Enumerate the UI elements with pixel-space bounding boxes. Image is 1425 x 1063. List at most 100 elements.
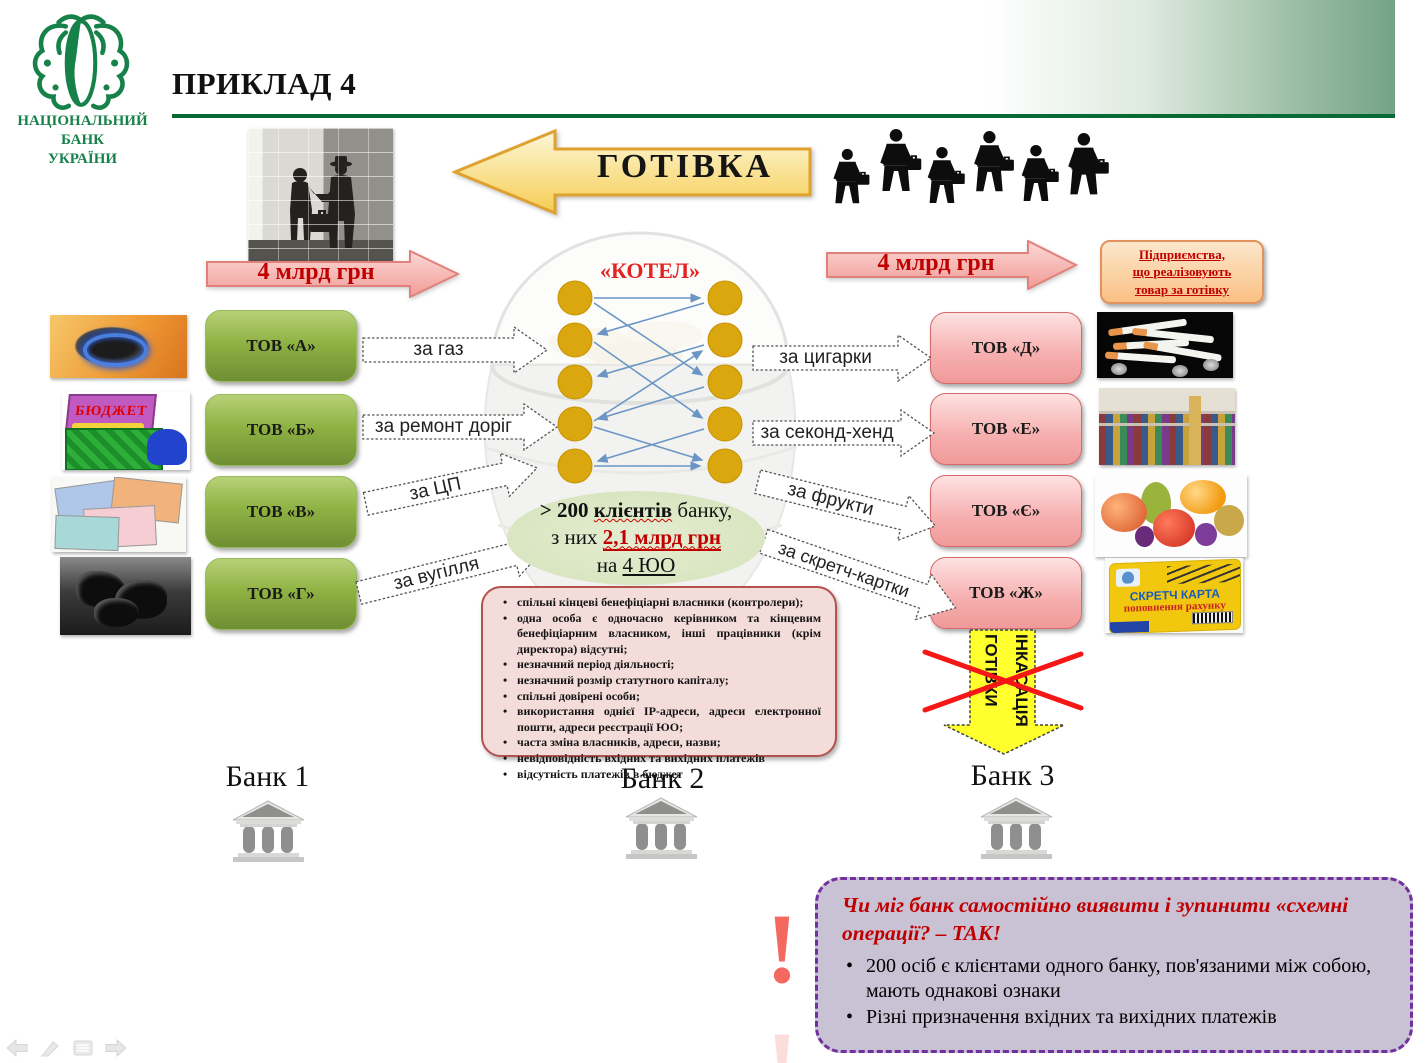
cigarette <box>1104 351 1177 364</box>
risk-sign-item: спільні довірені особи; <box>517 689 821 705</box>
scratch-card-photo: СКРЕТЧ КАРТА поповнення рахунку <box>1105 558 1243 633</box>
header-gradient-bar <box>985 0 1395 115</box>
coal-lump <box>94 597 139 628</box>
apple-fruit <box>1152 509 1196 548</box>
payment-label: за ремонт доріг <box>374 416 513 437</box>
coal-photo <box>60 557 191 635</box>
securities-certificates-photo <box>52 477 186 552</box>
nbu-logo-line2: БАНК <box>60 131 105 148</box>
bank-icon <box>625 797 698 860</box>
payment-arrow-cigarettes: за цигарки <box>752 334 933 382</box>
payment-arrow-road-repair: за ремонт доріг <box>362 403 559 451</box>
enterprises-note-line3: товар за готівку <box>1134 281 1230 297</box>
risk-sign-item: часта зміна власників, адреси, назви; <box>517 735 821 751</box>
bank-icon <box>232 800 305 862</box>
clients-count: > 200 <box>539 498 594 523</box>
nav-list-icon[interactable] <box>72 1039 94 1057</box>
transaction-network <box>557 280 743 484</box>
coin <box>1171 364 1188 377</box>
coin <box>1203 359 1220 372</box>
risk-sign-item: одна особа є одночасно керівником та кін… <box>517 611 821 658</box>
budget-chest-cartoon: БЮДЖЕТ <box>62 392 190 470</box>
payment-arrow-coal: за вугілля <box>352 524 553 616</box>
budget-label: БЮДЖЕТ <box>74 404 149 420</box>
risk-sign-item: використання однієї ІР-адреси, адреси ел… <box>517 704 821 735</box>
entities-prefix: на <box>596 552 623 577</box>
amount-arrow-right <box>826 240 1078 290</box>
company-box-tov-b: ТОВ «Б» <box>205 394 357 466</box>
company-box-tov-d: ТОВ «Д» <box>930 312 1082 384</box>
risk-sign-item: відсутність платежів в бюджет <box>517 767 821 783</box>
person-figure <box>146 429 188 466</box>
amount-value: 2,1 млрд грн <box>602 525 721 552</box>
nbu-logo: НАЦІОНАЛЬНИЙ БАНК УКРАЇНИ <box>0 6 165 176</box>
store-pole <box>1188 395 1201 465</box>
certificate <box>54 514 119 551</box>
amount-arrow-left <box>206 250 460 298</box>
clients-line2: з них 2,1 млрд грн <box>551 524 721 552</box>
handshake-silhouette-photo <box>248 128 393 261</box>
risk-sign-item: спільні кінцеві бенефіціарні власники (к… <box>517 595 821 611</box>
businessmen-icons <box>833 129 1109 204</box>
cash-arrow-label: ГОТІВКА <box>596 148 774 185</box>
fruits-photo <box>1095 475 1247 557</box>
payment-label: за газ <box>413 339 464 360</box>
conclusion-title: Чи міг банк самостійно виявити і зупинит… <box>842 893 1349 945</box>
peach-fruit <box>1101 493 1147 533</box>
company-label: ТОВ «Ж» <box>969 583 1043 602</box>
enterprises-note: Підприємства, що реалізовують товар за г… <box>1100 240 1264 304</box>
company-label: ТОВ «Б» <box>246 420 316 439</box>
clients-line1: > 200 клієнтів банку, <box>540 497 732 524</box>
company-box-tov-v: ТОВ «В» <box>205 476 357 548</box>
risk-signs-box: спільні кінцеві бенефіціарні власники (к… <box>481 586 837 781</box>
cauldron-label: «КОТЕЛ» <box>600 258 700 283</box>
card-barcode <box>1192 611 1234 625</box>
payment-label: за цигарки <box>779 347 872 368</box>
company-label: ТОВ «Є» <box>971 501 1041 520</box>
entities-count: 4 ЮО <box>622 552 676 577</box>
risk-signs-list: спільні кінцеві бенефіціарні власники (к… <box>495 595 825 782</box>
payment-label: за секонд-хенд <box>760 422 894 443</box>
risk-sign-item: незначний період діяльності; <box>517 657 821 673</box>
enterprises-note-line2: що реалізовують <box>1132 264 1232 280</box>
bank-icon <box>980 797 1053 860</box>
payment-arrow-second-hand: за секонд-хенд <box>752 409 936 457</box>
tiled-wall <box>248 128 393 261</box>
risk-sign-item: незначний розмір статутного капіталу; <box>517 673 821 689</box>
exclamation-mark-reflection: ! <box>752 1017 812 1063</box>
nbu-logo-line3: УКРАЇНИ <box>47 150 118 167</box>
card-avatar <box>1116 568 1140 587</box>
company-label: ТОВ «Е» <box>971 419 1041 438</box>
nav-pen-icon[interactable] <box>39 1039 61 1057</box>
nbu-logo-text: НАЦІОНАЛЬНИЙ БАНК УКРАЇНИ <box>0 112 165 168</box>
conclusion-item: Різні призначення вхідних та вихідних пл… <box>866 1005 1390 1031</box>
plum-fruit <box>1134 525 1155 548</box>
bank-1-label: Банк 1 <box>225 760 310 793</box>
nav-forward-icon[interactable] <box>105 1039 127 1057</box>
page-title: ПРИКЛАД 4 <box>172 66 357 101</box>
enterprises-note-line1: Підприємства, <box>1139 246 1225 262</box>
card-corner <box>1110 620 1150 633</box>
nbu-logo-line1: НАЦІОНАЛЬНИЙ <box>17 113 148 129</box>
payment-arrow-securities: за ЦП <box>360 445 544 527</box>
conclusion-box: Чи міг банк самостійно виявити і зупинит… <box>815 877 1413 1053</box>
company-box-tov-ye: ТОВ «Є» <box>930 475 1082 547</box>
payment-arrow-fruits: за фрукти <box>751 458 943 550</box>
company-box-tov-g: ТОВ «Г» <box>205 558 357 630</box>
clients-word: клієнтів <box>593 498 673 523</box>
blue-flame <box>82 332 149 368</box>
cash-arrow <box>452 128 812 216</box>
conclusion-list: 200 осіб є клієнтами одного банку, пов'я… <box>842 954 1390 1031</box>
clients-line3: на 4 ЮО <box>597 552 676 579</box>
payment-arrow-gas: за газ <box>362 326 549 374</box>
company-box-tov-e: ТОВ «Е» <box>930 393 1082 465</box>
presentation-nav <box>6 1036 136 1060</box>
nav-back-icon[interactable] <box>6 1039 28 1057</box>
gas-burner-photo <box>50 315 187 378</box>
company-label: ТОВ «В» <box>246 502 316 521</box>
header-underline <box>172 114 1395 118</box>
company-box-tov-zh: ТОВ «Ж» <box>930 557 1082 629</box>
crossout-x-icon <box>922 649 1084 713</box>
scratch-card: СКРЕТЧ КАРТА поповнення рахунку <box>1109 558 1241 633</box>
card-stripes <box>1167 563 1241 585</box>
